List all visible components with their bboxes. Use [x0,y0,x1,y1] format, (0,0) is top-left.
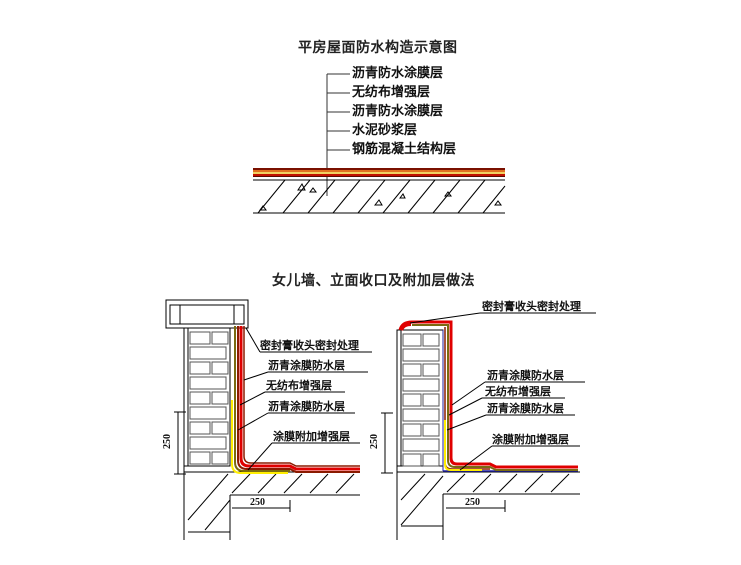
layer-label-5: 钢筋混凝土结构层 [352,142,457,157]
diagram1-leaders [326,73,350,196]
layer-label-2: 无纺布增强层 [352,85,431,100]
layer-label-1: 沥青防水涂膜层 [352,66,444,81]
right-label-additional: 涂膜附加增强层 [492,433,569,446]
right-label-membrane-2: 沥青涂膜防水层 [487,402,564,415]
layer-label-3: 沥青防水涂膜层 [352,104,444,119]
layer-label-4: 水泥砂浆层 [352,123,418,138]
left-label-additional: 涂膜附加增强层 [273,430,350,443]
right-parapet [396,329,580,540]
right-dim-horizontal: 250 [465,497,480,508]
left-membrane [231,326,360,474]
right-label-membrane-1: 沥青涂膜防水层 [487,369,564,382]
left-parapet [165,299,360,540]
left-dimensions [174,411,291,512]
right-dim-vertical: 250 [369,434,380,449]
left-leaders [237,327,372,471]
diagram1-membrane [253,168,505,177]
left-label-membrane-2: 沥青涂膜防水层 [268,400,345,413]
right-label-sealant: 密封膏收头密封处理 [482,300,581,313]
right-dimensions [381,412,506,512]
left-dim-horizontal: 250 [250,497,265,508]
right-leaders [409,312,596,471]
right-membrane [398,320,578,471]
left-label-sealant: 密封膏收头密封处理 [260,339,359,352]
left-label-membrane-1: 沥青涂膜防水层 [268,359,345,372]
diagram1-title: 平房屋面防水构造示意图 [298,40,458,56]
diagram2-title: 女儿墙、立面收口及附加层做法 [272,273,475,289]
diagram1-slab [253,179,506,214]
right-label-fabric: 无纺布增强层 [485,385,551,398]
left-label-fabric: 无纺布增强层 [266,379,332,392]
left-dim-vertical: 250 [162,434,173,449]
